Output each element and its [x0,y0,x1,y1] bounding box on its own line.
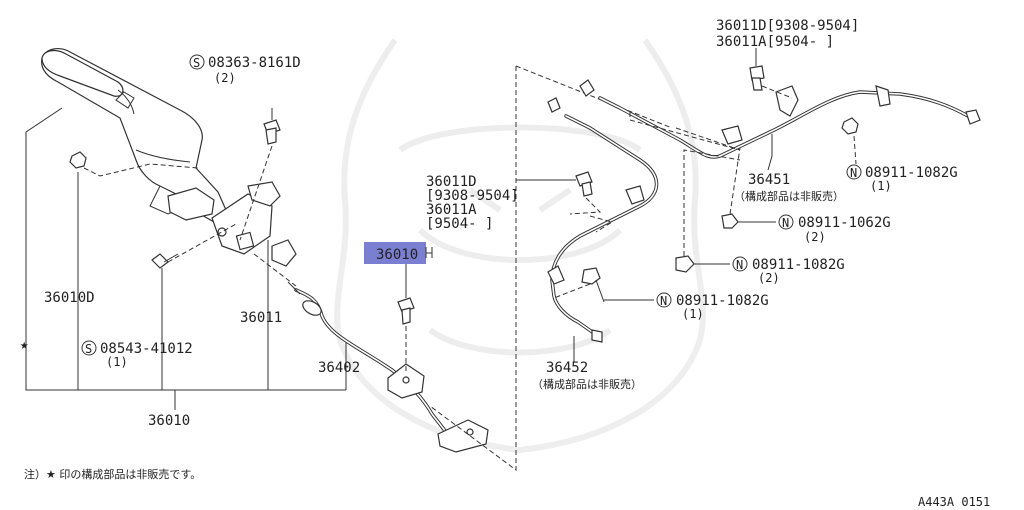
label-36011a-range: [9504- ] [426,216,493,232]
nut-n4 [581,267,601,285]
label-36452: 36452 [546,360,588,376]
n-symbol-circle-4 [656,292,672,308]
bolt-08543-41012 [151,253,179,269]
star-marker: ★ [20,337,29,353]
label-36011: 36011 [240,310,282,326]
s-symbol-bottom: S [85,342,92,356]
label-n-nut-1: 08911-1082G [865,165,958,181]
qty-n-nut-4: (1) [682,307,704,321]
n-symbol-4: N [660,294,667,308]
n-symbol-circle-3 [732,256,748,272]
n-symbol-2: N [782,216,789,230]
label-36010d: 36010D [44,290,95,306]
n-symbol-circle-1 [846,164,862,180]
bolt-36010 [397,297,415,325]
footnote: 注）★ 印の構成部品は非販売です。 [24,467,201,481]
reference-code: A443A 0151 [918,495,990,509]
bolt-36011 [575,171,593,197]
qty-08543-41012: (1) [106,355,128,369]
nut-n2 [721,213,739,229]
n-symbol-3: N [736,258,743,272]
label-08543-41012: 08543-41012 [100,341,193,357]
label-36011d: 36011D [426,174,477,190]
front-cable-36402 [287,281,489,453]
label-36011d-top: 36011D[9308-9504] [716,18,859,34]
highlight-box-36010 [364,242,426,264]
label-36011a: 36011A [426,202,477,218]
qty-n-nut-2: (2) [804,230,826,244]
watermark-emblem [334,38,706,454]
parking-brake-lever [41,48,227,223]
n-symbol-circle-2 [778,214,794,230]
rear-cable-36451 [579,79,981,159]
label-36010: 36010 [148,413,190,429]
label-n-nut-4: 08911-1082G [676,293,769,309]
label-36010-highlight[interactable]: 36010 [376,247,418,263]
n-symbol-1: N [850,166,857,180]
s-symbol-circle-top [189,54,205,70]
label-n-nut-3: 08911-1082G [752,257,845,273]
note-36451: （構成部品は非販売） [734,189,844,203]
rear-cable-36452 [547,97,659,343]
lever-bracket-36011 [211,181,297,267]
qty-08363-8161d: (2) [214,71,236,85]
label-n-nut-2: 08911-1062G [798,215,891,231]
label-36402: 36402 [318,360,360,376]
s-symbol-top: S [193,56,200,70]
s-symbol-circle-bottom [81,340,97,356]
nut-36010d [69,151,87,169]
label-36451: 36451 [748,172,790,188]
note-36452: （構成部品は非販売） [532,377,642,391]
label-36011d-range: [9308-9504] [426,188,519,204]
nut-n1 [841,117,859,135]
label-36011a-top: 36011A[9504- ] [716,34,834,50]
label-08363-8161d: 08363-8161D [208,55,301,71]
bolt-08363-8161d [263,119,281,145]
bolt-36011d-top [749,65,765,91]
nut-n3 [675,255,695,273]
qty-n-nut-3: (2) [758,271,780,285]
qty-n-nut-1: (1) [870,179,892,193]
